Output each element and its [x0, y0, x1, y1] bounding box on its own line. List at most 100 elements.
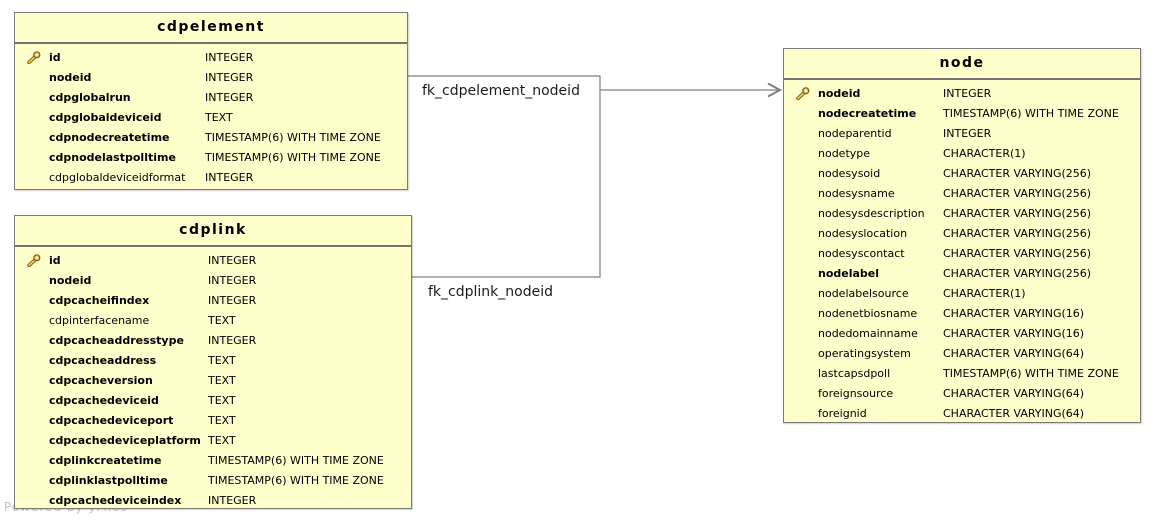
column-name: operatingsystem — [818, 346, 911, 360]
column-name: lastcapsdpoll — [818, 366, 891, 380]
table-row: operatingsystem CHARACTER VARYING(64) — [784, 343, 1140, 363]
column-type: TIMESTAMP(6) WITH TIME ZONE — [205, 130, 381, 144]
column-name: nodesyslocation — [818, 226, 908, 240]
table-title: cdpelement — [15, 13, 407, 44]
column-type: TEXT — [208, 353, 236, 367]
table-row: id INTEGER — [15, 47, 407, 67]
table-row: cdpglobaldeviceid TEXT — [15, 107, 407, 127]
column-name: nodesysdescription — [818, 206, 925, 220]
primary-key-icon — [15, 253, 49, 267]
column-type: CHARACTER VARYING(256) — [943, 266, 1092, 280]
column-type: INTEGER — [208, 273, 257, 287]
column-name: nodesysname — [818, 186, 895, 200]
column-type: TIMESTAMP(6) WITH TIME ZONE — [205, 150, 381, 164]
edge-cdpelement-to-junction — [408, 75, 601, 278]
table-row: cdpcachedeviceindex INTEGER — [15, 490, 411, 510]
column-type: CHARACTER VARYING(64) — [943, 386, 1085, 400]
table-row: nodesysoid CHARACTER VARYING(256) — [784, 163, 1140, 183]
primary-key-icon — [15, 50, 49, 64]
column-type: INTEGER — [208, 333, 257, 347]
column-name: nodelabel — [818, 266, 880, 280]
column-name: nodedomainname — [818, 326, 918, 340]
column-type: TEXT — [208, 433, 236, 447]
table-row: lastcapsdpoll TIMESTAMP(6) WITH TIME ZONE — [784, 363, 1140, 383]
column-name: nodeid — [49, 273, 92, 287]
column-name: foreignid — [818, 406, 867, 420]
column-name: cdpcachedeviceid — [49, 393, 159, 407]
edge-label-fk-cdplink-nodeid: fk_cdplink_nodeid — [428, 284, 553, 300]
table-row: nodecreatetime TIMESTAMP(6) WITH TIME ZON… — [784, 103, 1140, 123]
column-type: INTEGER — [205, 70, 254, 84]
table-row: foreignsource CHARACTER VARYING(64) — [784, 383, 1140, 403]
column-type: INTEGER — [943, 126, 992, 140]
table-row: nodeid INTEGER — [784, 83, 1140, 103]
column-name: cdpcachedeviceindex — [49, 493, 182, 507]
column-name: nodeid — [818, 86, 861, 100]
column-name: nodelabelsource — [818, 286, 909, 300]
column-type: CHARACTER VARYING(256) — [943, 166, 1092, 180]
column-name: cdplinklastpolltime — [49, 473, 168, 487]
table-row: cdplinkcreatetime TIMESTAMP(6) WITH TIME … — [15, 450, 411, 470]
column-name: cdplinkcreatetime — [49, 453, 162, 467]
column-name: foreignsource — [818, 386, 894, 400]
column-type: TEXT — [208, 313, 236, 327]
column-name: nodenetbiosname — [818, 306, 918, 320]
table-row: nodesysdescription CHARACTER VARYING(256) — [784, 203, 1140, 223]
column-type: CHARACTER VARYING(256) — [943, 226, 1092, 240]
primary-key-icon — [784, 86, 818, 100]
column-type: TIMESTAMP(6) WITH TIME ZONE — [943, 106, 1119, 120]
column-name: cdpcachedeviceport — [49, 413, 174, 427]
column-type: INTEGER — [205, 50, 254, 64]
column-type: TIMESTAMP(6) WITH TIME ZONE — [943, 366, 1119, 380]
table-row: cdplinklastpolltime TIMESTAMP(6) WITH TIM… — [15, 470, 411, 490]
column-type: INTEGER — [205, 90, 254, 104]
column-name: cdpnodecreatetime — [49, 130, 170, 144]
column-name: cdpglobalrun — [49, 90, 131, 104]
column-name: id — [49, 50, 61, 64]
table-row: cdpcacheversion TEXT — [15, 370, 411, 390]
column-type: CHARACTER VARYING(64) — [943, 346, 1085, 360]
column-name: nodetype — [818, 146, 871, 160]
column-type: CHARACTER VARYING(256) — [943, 206, 1092, 220]
table-title: node — [784, 49, 1140, 80]
table-row: cdpglobalrun INTEGER — [15, 87, 407, 107]
column-type: INTEGER — [943, 86, 992, 100]
edge-label-fk-cdpelement-nodeid: fk_cdpelement_nodeid — [422, 83, 580, 99]
column-name: cdpcacheversion — [49, 373, 153, 387]
table-row: cdpnodecreatetime TIMESTAMP(6) WITH TIME … — [15, 127, 407, 147]
column-type: TEXT — [208, 373, 236, 387]
column-type: TIMESTAMP(6) WITH TIME ZONE — [208, 473, 384, 487]
column-type: TIMESTAMP(6) WITH TIME ZONE — [208, 453, 384, 467]
column-type: INTEGER — [205, 170, 254, 184]
column-name: cdpglobaldeviceid — [49, 110, 162, 124]
column-name: cdpglobaldeviceidformat — [49, 170, 186, 184]
column-name: nodesysoid — [818, 166, 881, 180]
table-title: cdplink — [15, 216, 411, 247]
column-type: TEXT — [205, 110, 233, 124]
column-type: CHARACTER(1) — [943, 286, 1026, 300]
column-name: cdpcacheaddress — [49, 353, 157, 367]
column-type: INTEGER — [208, 253, 257, 267]
table-row: cdpglobaldeviceidformat INTEGER — [15, 167, 407, 187]
column-name: nodecreatetime — [818, 106, 917, 120]
column-type: INTEGER — [208, 493, 257, 507]
column-name: cdpcacheaddresstype — [49, 333, 184, 347]
